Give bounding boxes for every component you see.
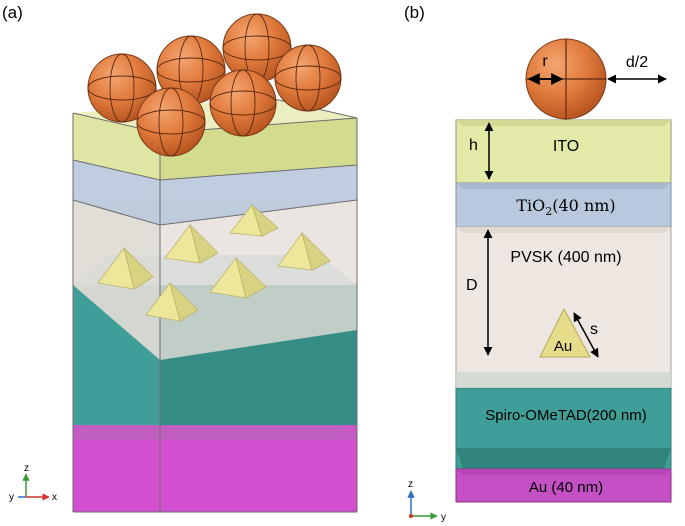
dim-r-label: r bbox=[542, 53, 548, 70]
sphere bbox=[156, 35, 226, 105]
dim-D-label: D bbox=[466, 277, 478, 294]
axis-triad-b: z y bbox=[407, 479, 446, 523]
label-tio2-sub: 2 bbox=[545, 205, 552, 218]
panel-b-label: (b) bbox=[404, 3, 425, 22]
dimension-r: r bbox=[527, 53, 564, 85]
dimension-h: h bbox=[469, 122, 494, 180]
panel-a: (a) bbox=[2, 3, 358, 513]
pyramid bbox=[164, 223, 219, 264]
layer-tio2 bbox=[455, 182, 672, 228]
label-tio2-suffix: (40 nm) bbox=[552, 196, 615, 215]
label-au-layer: Au (40 nm) bbox=[529, 479, 603, 496]
label-tio2-main: TiO bbox=[516, 196, 545, 215]
particle-label: Au bbox=[554, 338, 572, 355]
spheres bbox=[87, 13, 342, 157]
label-pvsk: PVSK (400 nm) bbox=[510, 249, 621, 266]
panel-b: (b) Au ITO TiO2(40 nm) bbox=[404, 3, 672, 523]
label-spiro: Spiro-OMeTAD(200 nm) bbox=[485, 407, 646, 424]
layer-au-3d bbox=[73, 418, 357, 512]
dim-d-half-label: d/2 bbox=[626, 54, 648, 71]
dim-h-label: h bbox=[469, 137, 478, 154]
pyramid bbox=[209, 256, 267, 299]
axis-y-label-b: y bbox=[441, 512, 446, 523]
axis-y-label-a: y bbox=[9, 492, 14, 503]
sphere-cross-section bbox=[525, 38, 607, 120]
dim-s-label: s bbox=[590, 321, 598, 338]
pyramid bbox=[277, 231, 331, 271]
label-ito: ITO bbox=[553, 138, 579, 155]
sphere bbox=[136, 87, 206, 157]
axis-x-label-a: x bbox=[52, 492, 57, 503]
au-pyramids bbox=[97, 203, 331, 322]
dimension-d-half: d/2 bbox=[607, 54, 667, 84]
axis-z-label-b: z bbox=[408, 479, 413, 490]
pyramid bbox=[145, 281, 199, 322]
sphere bbox=[274, 44, 342, 112]
sphere bbox=[222, 13, 292, 83]
pyramid bbox=[229, 203, 279, 237]
label-tio2: TiO2(40 nm) bbox=[516, 196, 615, 218]
dimension-D: D bbox=[466, 229, 493, 356]
axis-z-label-a: z bbox=[24, 463, 29, 474]
panel-a-label: (a) bbox=[2, 3, 23, 22]
axis-triad-a: z y x bbox=[9, 463, 57, 503]
dimension-s: s bbox=[573, 312, 599, 358]
sphere bbox=[87, 53, 157, 123]
sphere bbox=[209, 69, 277, 137]
pyramid bbox=[97, 246, 154, 290]
